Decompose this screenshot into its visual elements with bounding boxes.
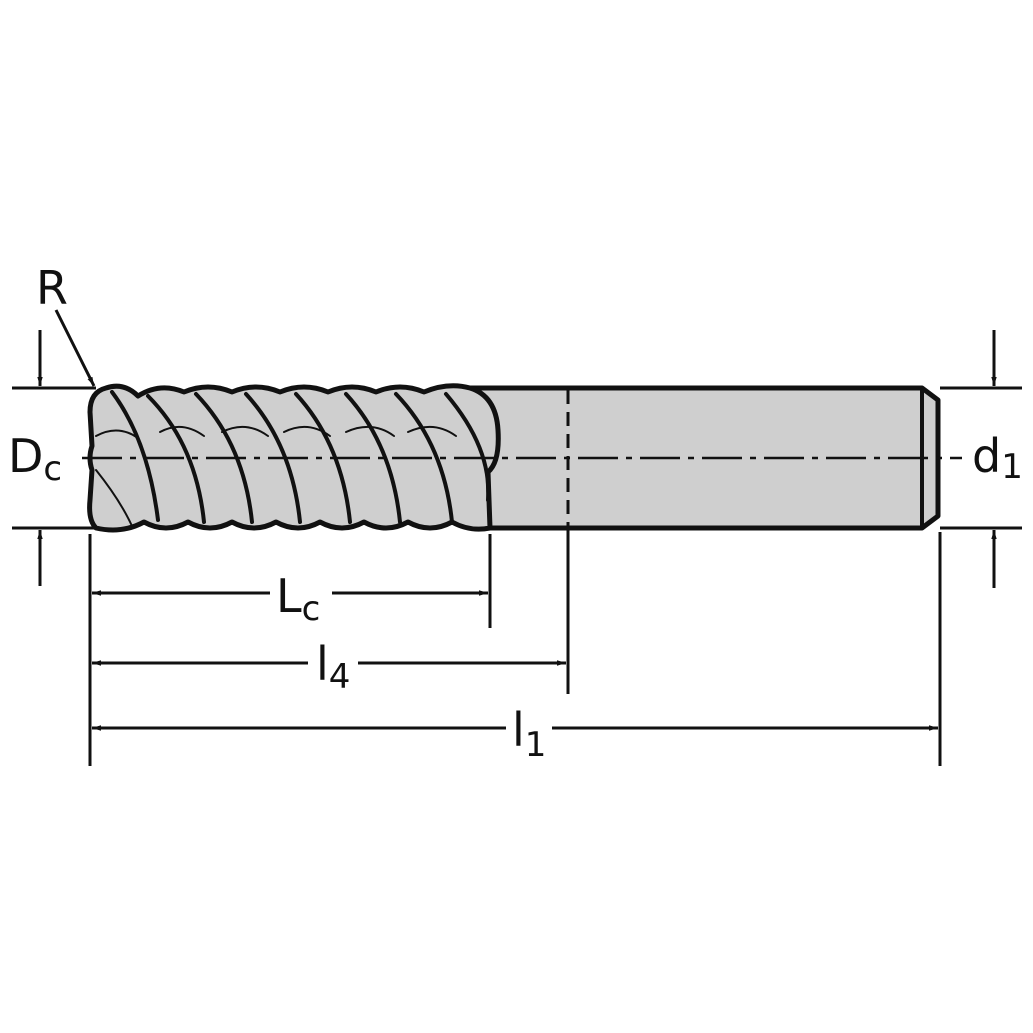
extension-lines bbox=[12, 386, 1022, 766]
cutting-length-label: Lc bbox=[276, 569, 320, 629]
cutting-diameter-sub: c bbox=[43, 449, 62, 489]
radius-leader bbox=[54, 309, 96, 387]
overall-length-label: l1 bbox=[512, 703, 546, 765]
shank-diameter-main: d bbox=[972, 429, 1001, 483]
shank-diameter-label: d1 bbox=[972, 429, 1023, 487]
cutting-diameter-label: Dc bbox=[8, 429, 62, 489]
overall-length-main: l bbox=[512, 703, 525, 757]
usable-length-label: l4 bbox=[316, 637, 350, 697]
cutting-length-main: L bbox=[276, 569, 302, 623]
cutting-length-sub: c bbox=[302, 589, 321, 629]
radius-label: R bbox=[36, 261, 68, 315]
helical-flutes bbox=[95, 390, 491, 527]
cutting-diameter-main: D bbox=[8, 429, 43, 483]
usable-length-sub: 4 bbox=[329, 657, 351, 697]
shank-diameter-sub: 1 bbox=[1001, 447, 1023, 487]
usable-length-main: l bbox=[316, 637, 329, 691]
overall-length-sub: 1 bbox=[525, 725, 547, 765]
